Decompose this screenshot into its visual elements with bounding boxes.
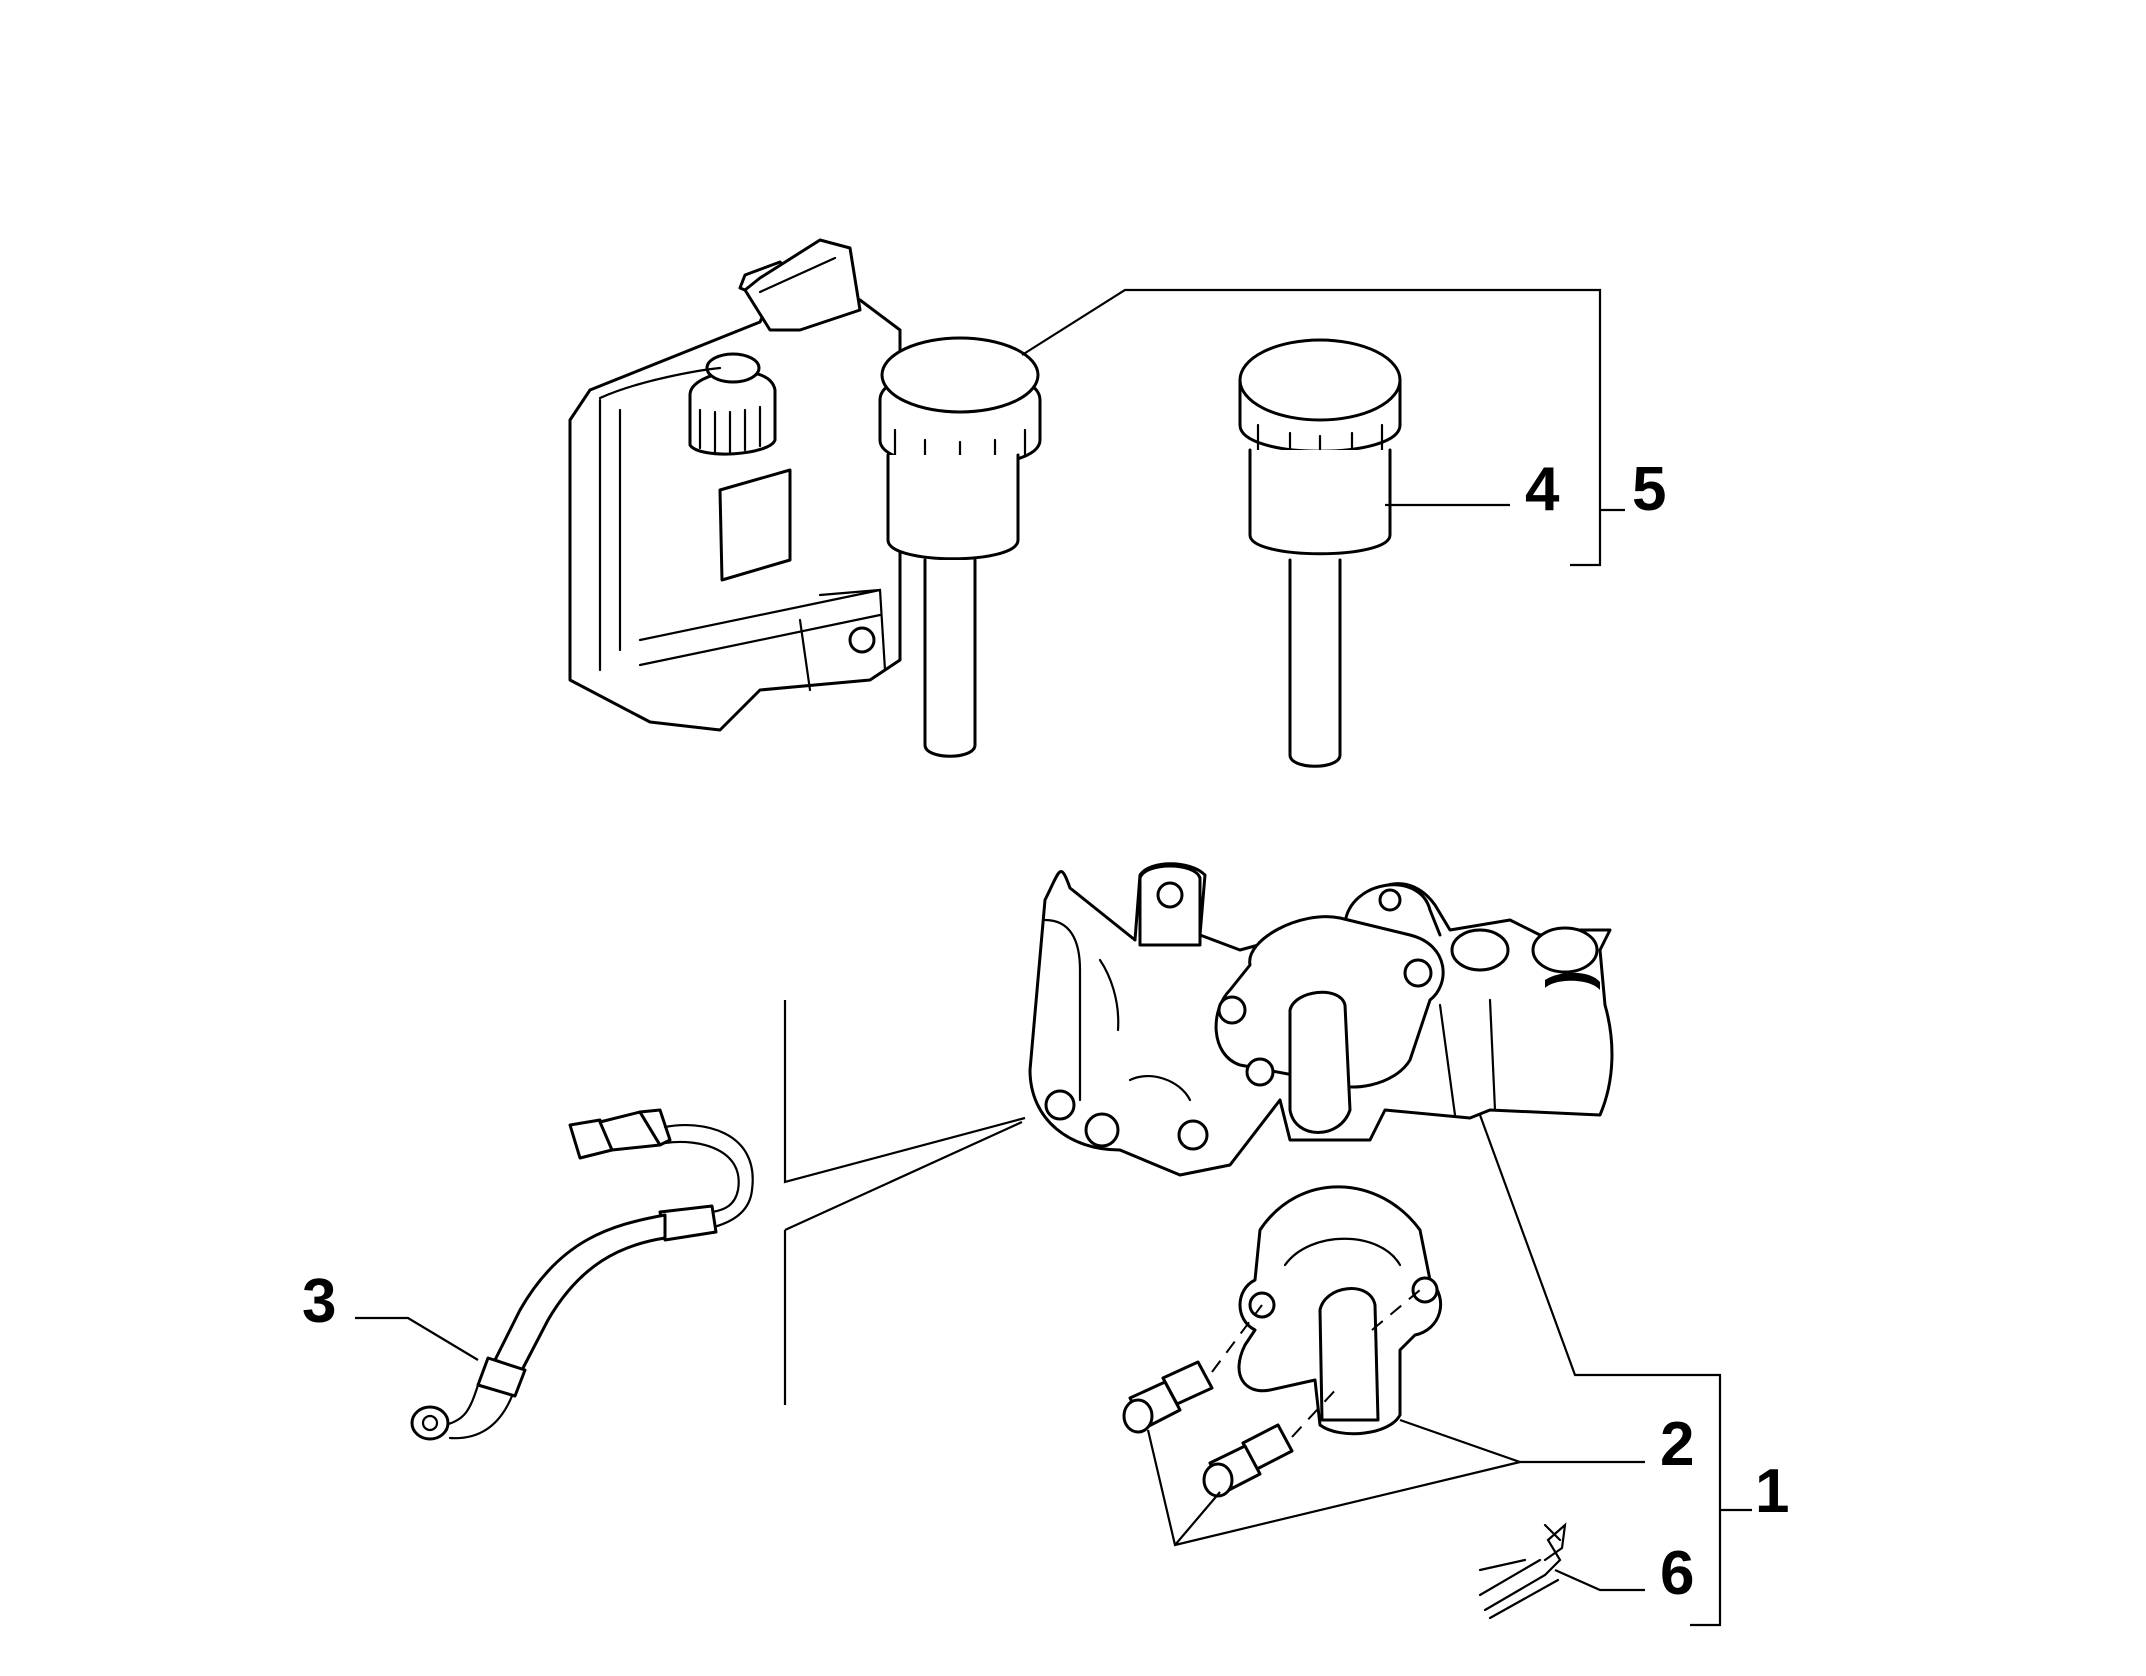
leader-lines	[355, 288, 1752, 1627]
mounting-bolts	[1122, 1289, 1421, 1498]
bolt-upper	[1122, 1360, 1214, 1434]
callout-labels: 4 5 3 2 1 6	[302, 455, 1789, 1608]
callout-4: 4	[1525, 455, 1560, 524]
callout-2: 2	[1660, 1410, 1694, 1479]
outlet-flange	[1237, 1185, 1443, 1436]
retaining-clip	[1478, 1522, 1567, 1620]
master-cylinder-body	[1028, 862, 1614, 1177]
callout-1: 1	[1755, 1457, 1789, 1526]
reservoir-tank-assembly	[568, 238, 1042, 758]
brake-hose	[410, 1108, 754, 1441]
callout-6: 6	[1660, 1539, 1694, 1608]
bolt-lower	[1202, 1423, 1294, 1498]
brake-fluid-reservoir	[1238, 338, 1402, 768]
callout-3: 3	[302, 1267, 336, 1336]
callout-5: 5	[1632, 455, 1666, 524]
